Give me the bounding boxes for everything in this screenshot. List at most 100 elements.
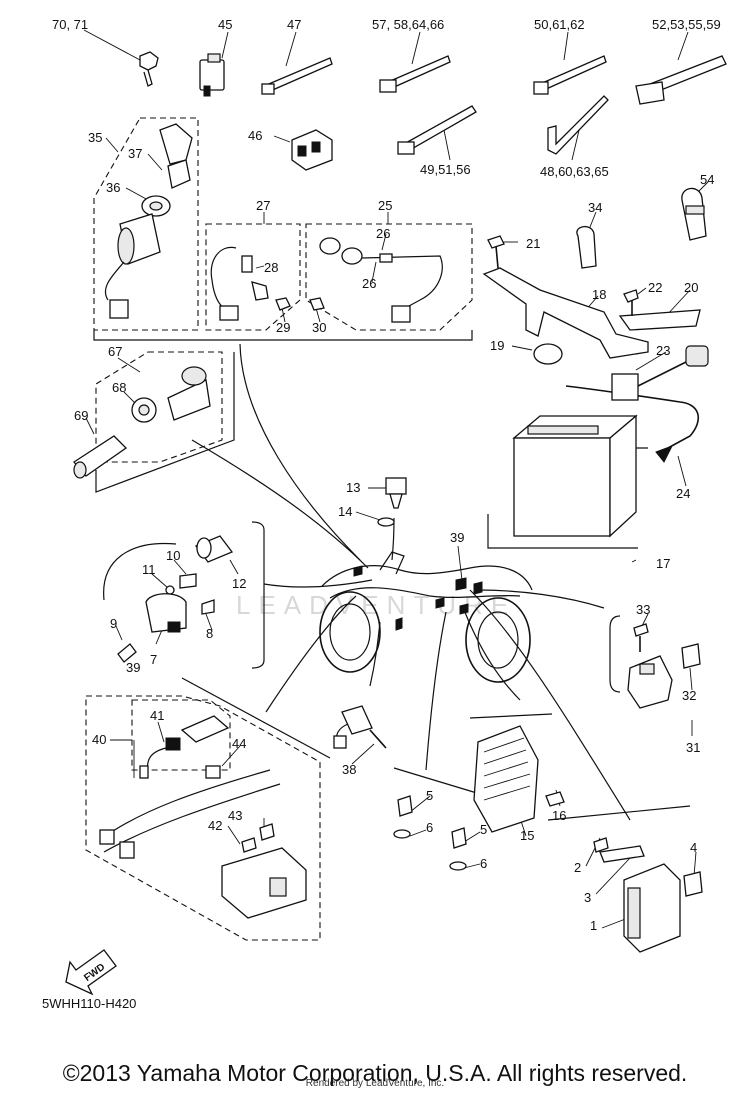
callout-27: 27 <box>256 198 270 213</box>
callout-41: 41 <box>150 708 164 723</box>
sensor-icon <box>333 705 387 749</box>
clamp-icon-2 <box>681 187 707 241</box>
cable-tie-icon-2 <box>533 55 607 95</box>
callout-32: 32 <box>682 688 696 703</box>
callout-68: 68 <box>112 380 126 395</box>
callout-69: 69 <box>74 408 88 423</box>
cdi-unit-icon <box>593 837 703 953</box>
screw-icon <box>623 289 639 316</box>
callout-18: 18 <box>592 287 606 302</box>
callout-16: 16 <box>552 808 566 823</box>
callout-15: 15 <box>520 828 534 843</box>
callout-35: 35 <box>88 130 102 145</box>
callout-57: 57, 58,64,66 <box>372 17 444 32</box>
callout-6a: 6 <box>426 820 433 835</box>
callout-47: 47 <box>287 17 301 32</box>
cable-tie-icon <box>261 57 333 95</box>
thermo-switch-icon <box>377 477 407 527</box>
callout-21: 21 <box>526 236 540 251</box>
callout-52: 52,53,55,59 <box>652 17 721 32</box>
callout-2: 2 <box>574 860 581 875</box>
callout-6b: 6 <box>480 856 487 871</box>
callout-1: 1 <box>590 918 597 933</box>
callout-46: 46 <box>248 128 262 143</box>
callout-20: 20 <box>684 280 698 295</box>
lead-wire-icon <box>210 246 291 321</box>
battery-bracket-icon <box>482 267 649 359</box>
callout-11: 11 <box>142 562 156 577</box>
callout-26a: 26 <box>376 226 390 241</box>
callout-45: 45 <box>218 17 232 32</box>
callout-39b: 39 <box>126 660 140 675</box>
callout-54: 54 <box>700 172 714 187</box>
callout-43: 43 <box>228 808 242 823</box>
callout-17: 17 <box>656 556 670 571</box>
battery-icon <box>512 414 638 538</box>
socket-cap-icon <box>73 435 128 479</box>
leader-lines <box>83 29 709 929</box>
bolt-washer-icon <box>393 795 467 871</box>
callout-26b: 26 <box>362 276 376 291</box>
callout-30: 30 <box>312 320 326 335</box>
callout-5b: 5 <box>480 822 487 837</box>
starter-relay-icon <box>627 623 701 709</box>
key-icon <box>139 51 159 87</box>
callout-70-71: 70, 71 <box>52 17 88 32</box>
callout-7: 7 <box>150 652 157 667</box>
callout-22: 22 <box>648 280 662 295</box>
atv-body-icon <box>319 551 533 683</box>
callout-19: 19 <box>490 338 504 353</box>
clamp-icon <box>547 95 609 155</box>
rendered-by-credit: Rendered by LeadVenture, Inc. <box>305 1078 445 1089</box>
callout-8: 8 <box>206 626 213 641</box>
callout-9: 9 <box>110 616 117 631</box>
callout-13: 13 <box>346 480 360 495</box>
grommet-icon <box>533 343 563 365</box>
main-switch-icon <box>104 123 193 319</box>
relay-connector-icon <box>291 129 333 171</box>
callout-49: 49,51,56 <box>420 162 471 177</box>
battery-cable-icon <box>565 345 709 463</box>
callout-50: 50,61,62 <box>534 17 585 32</box>
band-icon-2 <box>397 105 477 155</box>
callout-40: 40 <box>92 732 106 747</box>
callout-33: 33 <box>636 602 650 617</box>
callout-48: 48,60,63,65 <box>540 164 609 179</box>
sub-lead-icon <box>309 237 443 323</box>
callout-4: 4 <box>690 840 697 855</box>
clip-icon <box>576 226 597 269</box>
callout-31: 31 <box>686 740 700 755</box>
drawing-code: 5WHH110-H420 <box>42 996 137 1011</box>
cover-icon <box>618 309 701 331</box>
rectifier-regulator-icon <box>473 725 565 833</box>
connector-icon <box>199 53 225 97</box>
callout-39a: 39 <box>450 530 464 545</box>
callout-14: 14 <box>338 504 352 519</box>
band-icon <box>379 55 451 93</box>
callout-24: 24 <box>676 486 690 501</box>
callout-10: 10 <box>166 548 180 563</box>
callout-36: 36 <box>106 180 120 195</box>
clip-band-icon <box>635 55 727 105</box>
callout-34: 34 <box>588 200 602 215</box>
group-outlines <box>85 117 691 941</box>
callout-44: 44 <box>232 736 246 751</box>
callout-29: 29 <box>276 320 290 335</box>
callout-3: 3 <box>584 890 591 905</box>
callout-28: 28 <box>264 260 278 275</box>
fuse-box-icon <box>99 715 307 919</box>
power-socket-icon <box>131 366 211 423</box>
forward-arrow-icon: FWD <box>65 949 117 996</box>
callout-37: 37 <box>128 146 142 161</box>
callout-5a: 5 <box>426 788 433 803</box>
bolt-icon <box>487 235 505 269</box>
ignition-coil-icon <box>103 535 234 663</box>
callout-67: 67 <box>108 344 122 359</box>
callout-25: 25 <box>378 198 392 213</box>
callout-12: 12 <box>232 576 246 591</box>
callout-38: 38 <box>342 762 356 777</box>
callout-23: 23 <box>656 343 670 358</box>
